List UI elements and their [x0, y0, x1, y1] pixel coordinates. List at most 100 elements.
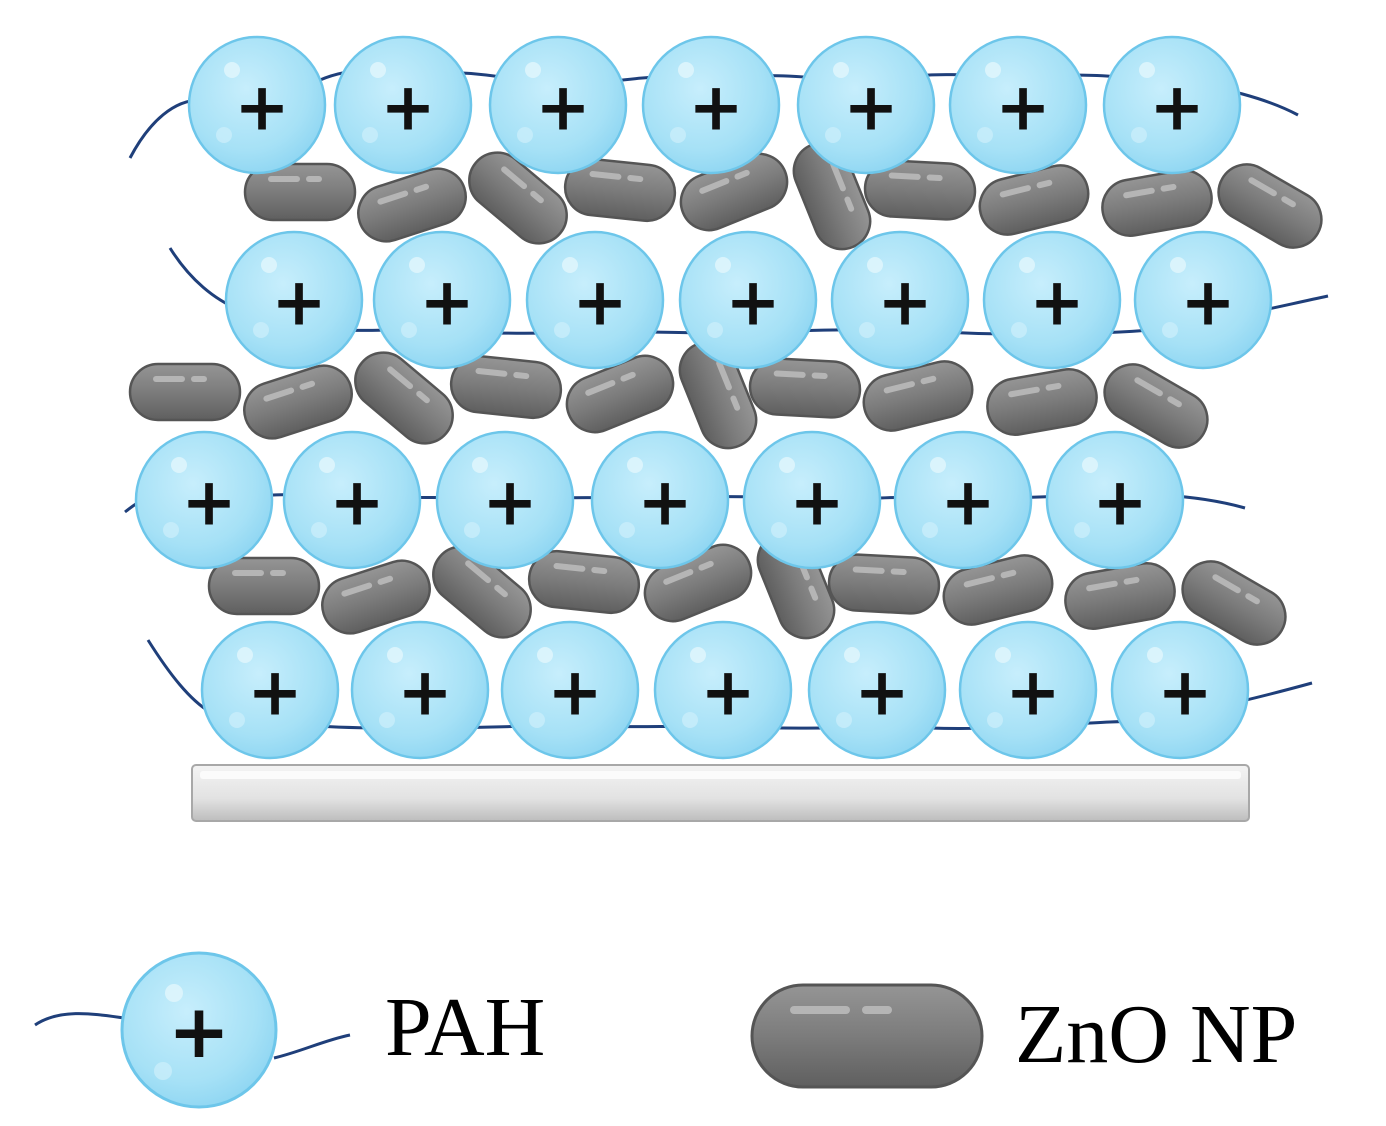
zno-nanoparticle: [565, 354, 675, 434]
zno-rod-highlight: [808, 585, 819, 601]
pah-layer: +++++++: [224, 230, 1273, 370]
sphere-highlight: [922, 522, 938, 538]
zno-rod-highlight: [999, 185, 1031, 198]
pah-particle: +: [678, 230, 818, 370]
positive-charge-symbol: +: [329, 464, 384, 541]
sphere-highlight: [554, 322, 570, 338]
positive-charge-symbol: +: [572, 264, 627, 341]
pah-particle: +: [1045, 430, 1185, 570]
zno-rod-body: [357, 167, 467, 243]
zno-rod-highlight: [268, 176, 300, 182]
zno-rod-highlight: [153, 376, 185, 382]
positive-charge-symbol: +: [700, 654, 755, 731]
sphere-highlight: [1019, 257, 1035, 273]
zno-rod-highlight: [341, 582, 373, 597]
pah-particle: +: [333, 35, 473, 175]
zno-rod-highlight: [1036, 179, 1053, 189]
pah-particle: +: [893, 430, 1033, 570]
positive-charge-symbol: +: [789, 464, 844, 541]
zno-rod-highlight: [620, 371, 636, 382]
positive-charge-symbol: +: [482, 464, 537, 541]
zno-nanoparticle: [1103, 363, 1209, 449]
positive-charge-symbol: +: [854, 654, 909, 731]
zno-rod-body: [1217, 163, 1323, 249]
zno-nanoparticle: [321, 559, 431, 635]
zno-nanoparticle: [432, 545, 532, 639]
sphere-highlight: [370, 62, 386, 78]
zno-rod-highlight: [475, 368, 508, 377]
positive-charge-symbol: +: [688, 69, 743, 146]
zno-rod-highlight: [963, 575, 995, 588]
zno-rod-highlight: [1248, 177, 1277, 197]
positive-charge-symbol: +: [547, 654, 602, 731]
zno-nanoparticle: [862, 360, 974, 432]
zno-nanoparticle: [678, 340, 758, 450]
sphere-highlight: [707, 322, 723, 338]
zno-rod-highlight: [734, 169, 750, 180]
zno-rod-highlight: [553, 563, 586, 572]
legend-pah-symbol: +: [168, 989, 230, 1075]
zno-nanoparticle: [1217, 163, 1323, 249]
zno-nanoparticle: [357, 167, 467, 243]
zno-layer: [243, 141, 1323, 251]
sphere-highlight: [1082, 457, 1098, 473]
sphere-highlight: [525, 62, 541, 78]
zno-nanoparticle: [827, 553, 941, 615]
legend-zno: ZnO NP: [750, 983, 1297, 1089]
positive-charge-symbol: +: [725, 264, 780, 341]
zno-nanoparticle: [748, 357, 862, 419]
sphere-highlight: [867, 257, 883, 273]
sphere-highlight: [517, 127, 533, 143]
pah-particle: +: [948, 35, 1088, 175]
zno-rod-highlight: [1160, 183, 1177, 192]
zno-nanoparticle: [527, 549, 641, 615]
sphere-highlight: [163, 522, 179, 538]
zno-nanoparticle: [468, 151, 568, 245]
pah-particle: +: [187, 35, 327, 175]
sphere-highlight: [930, 457, 946, 473]
sphere-highlight: [401, 322, 417, 338]
sphere-highlight: [619, 522, 635, 538]
zno-rod-body: [862, 360, 974, 432]
zno-rod-highlight: [1212, 574, 1241, 594]
sphere-highlight: [1011, 322, 1027, 338]
zno-rod-highlight: [299, 380, 316, 390]
pah-particle: +: [488, 35, 628, 175]
zno-rod-highlight: [191, 376, 207, 382]
zno-rod-highlight: [1245, 593, 1260, 605]
positive-charge-symbol: +: [397, 654, 452, 731]
zno-rod-highlight: [377, 575, 394, 585]
zno-rod-body: [207, 556, 321, 616]
sphere-highlight: [977, 127, 993, 143]
positive-charge-symbol: +: [181, 464, 236, 541]
zno-rod-highlight: [852, 566, 885, 574]
zno-nanoparticle: [863, 159, 977, 221]
zno-rod-highlight: [1045, 382, 1062, 391]
sphere-highlight: [690, 647, 706, 663]
zno-rod-body: [432, 545, 532, 639]
pah-particle: +: [200, 620, 340, 760]
zno-rod-highlight: [883, 381, 915, 394]
zno-rod-highlight: [413, 183, 430, 193]
sphere-highlight: [253, 322, 269, 338]
zno-nanoparticle: [128, 362, 242, 422]
sphere-highlight: [387, 647, 403, 663]
pah-particle: +: [1102, 35, 1242, 175]
positive-charge-symbol: +: [1005, 654, 1060, 731]
zno-rod-highlight: [585, 380, 616, 396]
pah-layer: +++++++: [134, 430, 1185, 570]
sphere-highlight: [670, 127, 686, 143]
zno-nanoparticle: [449, 354, 563, 420]
sphere-highlight: [825, 127, 841, 143]
zno-nanoparticle: [1101, 169, 1213, 237]
pah-particle: +: [742, 430, 882, 570]
zno-rod-highlight: [1000, 569, 1017, 579]
zno-nanoparticle: [243, 162, 357, 222]
pah-particle: +: [982, 230, 1122, 370]
zno-rod-highlight: [494, 584, 508, 598]
zno-rod-body: [321, 559, 431, 635]
zno-rod-highlight: [627, 175, 644, 183]
sphere-highlight: [836, 712, 852, 728]
sphere-highlight: [1074, 522, 1090, 538]
sphere-highlight: [362, 127, 378, 143]
